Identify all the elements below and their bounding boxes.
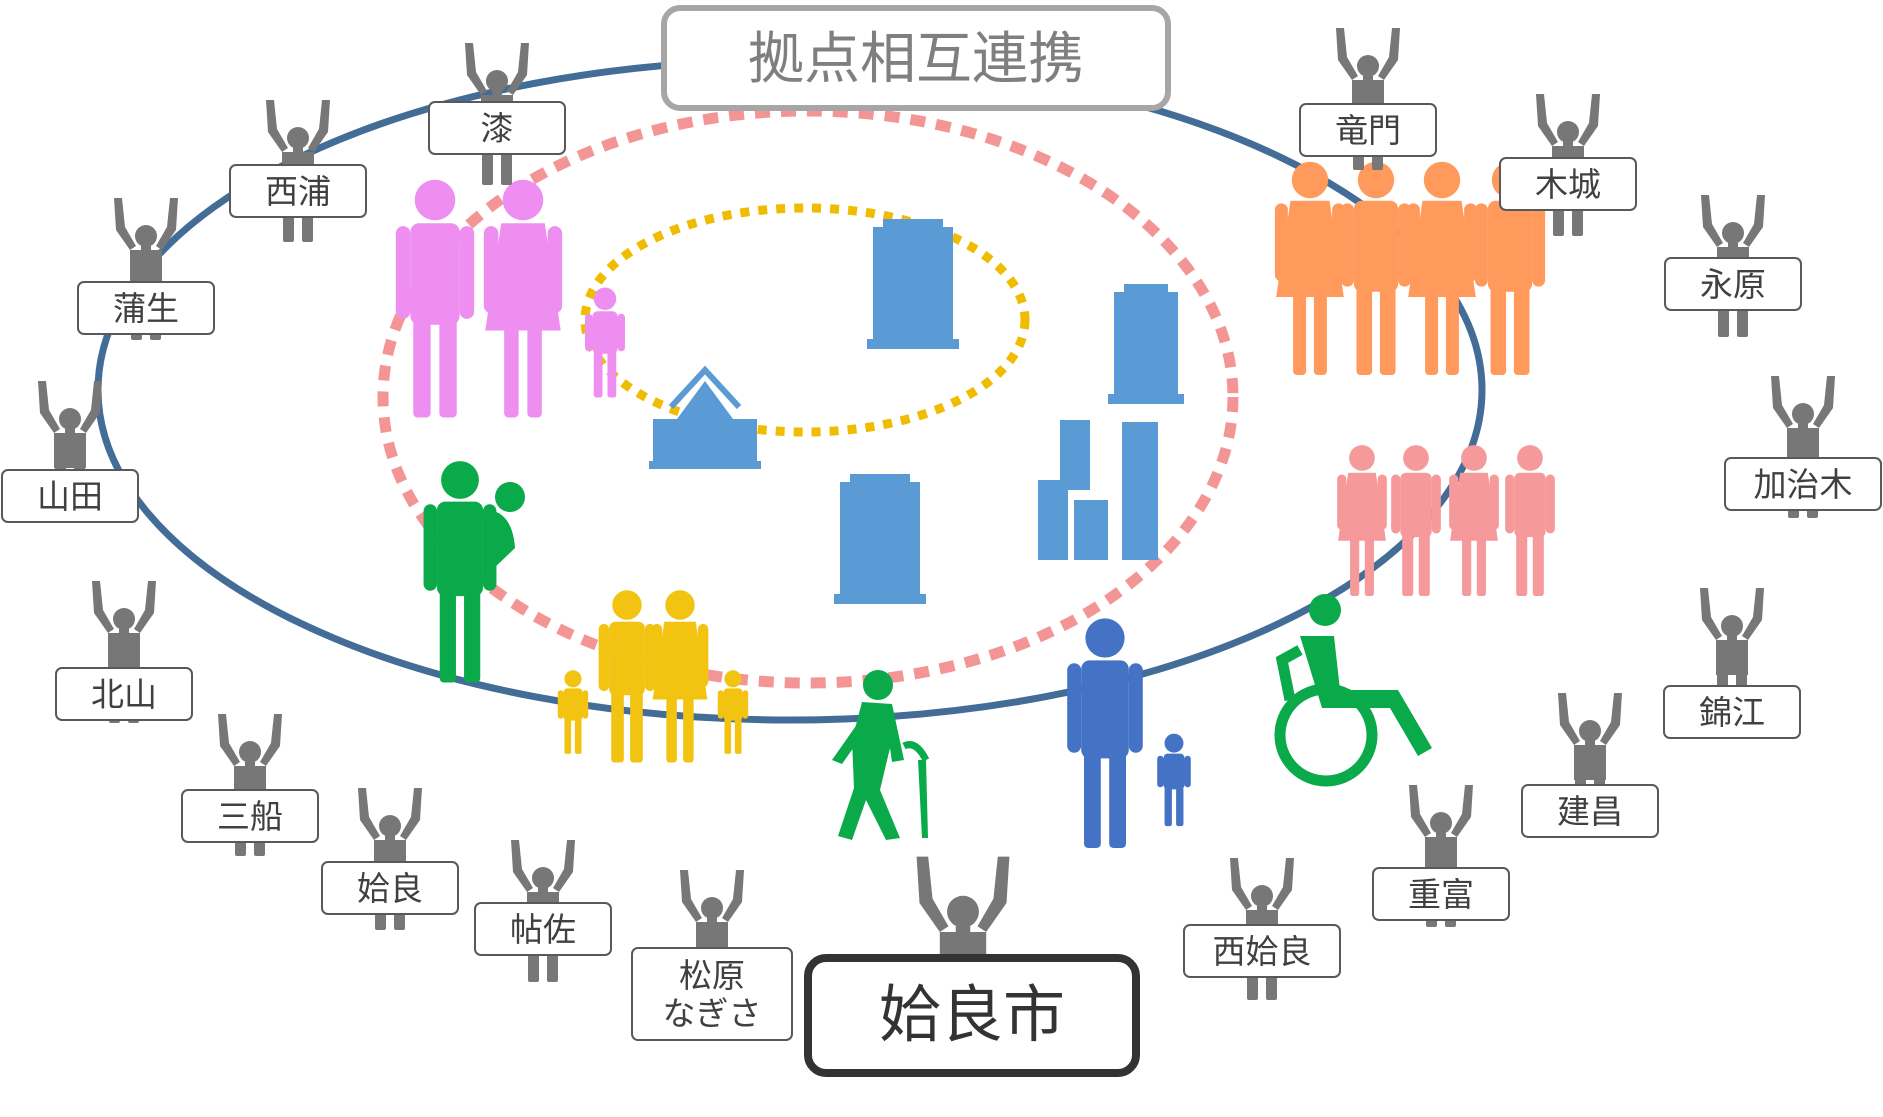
district-label-box [55,667,193,721]
district-marker: 建昌 [1521,693,1659,838]
district-label: 北山 [91,675,157,714]
district-label-box [1663,685,1801,739]
district-marker: 山田 [1,381,139,523]
city-buildings-icon [1038,420,1158,560]
salmon-group-icon [1337,445,1555,596]
district-label-box [321,861,459,915]
wheelchair-user-icon [1274,594,1432,787]
pink-family-icon [395,179,625,418]
district-label-box [181,789,319,843]
district-label: 山田 [37,477,103,516]
district-label-box [1664,257,1802,311]
district-marker: 蒲生 [77,198,215,340]
district-label-box [1372,867,1510,921]
district-label: 三船 [217,797,283,836]
district-label: 加治木 [1754,465,1853,504]
elderly-with-cane-icon [832,670,930,840]
parent-with-baby-icon [423,461,525,683]
district-marker: 永原 [1664,195,1802,337]
city-box: 姶良市 [804,856,1140,1077]
district-label: 帖佐 [510,910,576,949]
district-label: 永原 [1700,265,1766,304]
district-marker: 重富 [1372,785,1510,927]
school-icon [649,365,761,469]
district-label-box [1299,103,1437,157]
district-marker: 姶良 [321,788,459,930]
district-marker: 西浦 [229,100,367,242]
district-label-box [77,281,215,335]
district-marker: 三船 [181,714,319,856]
district-marker: 竜門 [1299,28,1437,170]
district-label: 木城 [1535,165,1601,204]
district-label: なぎさ [663,994,762,1033]
district-label: 重富 [1408,875,1474,914]
district-label-box [1499,157,1637,211]
district-label: 松原 [679,956,745,995]
district-label: 蒲生 [113,289,179,328]
office-building-icon [834,474,926,604]
title-text: 拠点相互連携 [748,27,1084,92]
buildings [649,219,1184,604]
district-label: 姶良 [357,869,423,908]
district-marker: 漆 [428,43,566,185]
office-building-icon [1108,284,1184,404]
district-marker: 帖佐 [474,840,612,982]
district-marker: 北山 [55,581,193,723]
district-label: 西浦 [265,172,331,211]
district-marker: 木城 [1499,94,1637,236]
district-marker: 加治木 [1724,376,1882,518]
district-label-box [474,902,612,956]
district-label-box [1521,784,1659,838]
district-label-box [428,101,566,155]
inner-ring [580,203,1030,437]
district-label-box [1,469,139,523]
district-label-box [1724,457,1882,511]
district-marker: 錦江 [1663,588,1801,739]
district-label: 竜門 [1335,111,1401,150]
district-marker: 西姶良 [1183,858,1341,1000]
district-label-box [1183,924,1341,978]
district-label: 錦江 [1699,693,1765,732]
district-label: 建昌 [1557,792,1623,831]
title-box: 拠点相互連携 [661,5,1171,111]
district-label-box [631,947,793,1041]
district-label: 西姶良 [1213,932,1312,971]
office-building-icon [867,219,959,349]
parent-with-child-icon [1067,618,1191,848]
district-label-box [229,164,367,218]
district-label: 漆 [481,109,514,148]
city-name: 姶良市 [879,978,1065,1051]
